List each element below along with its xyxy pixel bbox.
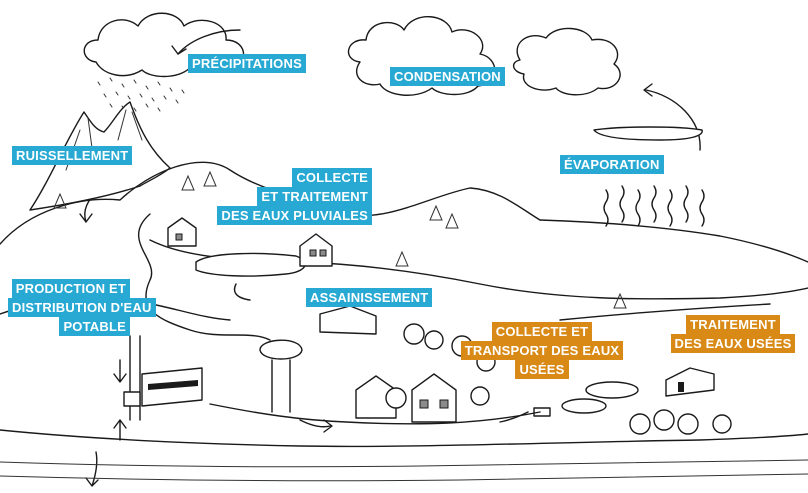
collecte-usees-label: COLLECTE ET TRANSPORT DES EAUX USÉES	[454, 322, 630, 379]
rain-drops	[97, 77, 185, 112]
arrows	[79, 29, 701, 487]
water-tower-icon	[259, 339, 303, 413]
production-plant-icon	[123, 335, 203, 421]
house-icon	[167, 217, 457, 423]
condensation-label: CONDENSATION	[390, 67, 505, 86]
evaporation-waves	[593, 126, 705, 227]
collecte-pluviales-label: COLLECTE ET TRAITEMENT DES EAUX PLUVIALE…	[206, 168, 372, 225]
assainissement-label: ASSAINISSEMENT	[306, 288, 433, 307]
production-label: PRODUCTION ET DISTRIBUTION D'EAU POTABLE	[8, 279, 156, 336]
precipitations-label: PRÉCIPITATIONS	[188, 54, 306, 73]
ruissellement-label: RUISSELLEMENT	[12, 146, 133, 165]
treatment-plant-icon	[533, 367, 715, 417]
condensation-cloud-icon	[348, 15, 621, 96]
evaporation-label: ÉVAPORATION	[560, 155, 664, 174]
lake	[195, 252, 306, 301]
traitement-usees-label: TRAITEMENT DES EAUX USÉES	[668, 315, 798, 353]
